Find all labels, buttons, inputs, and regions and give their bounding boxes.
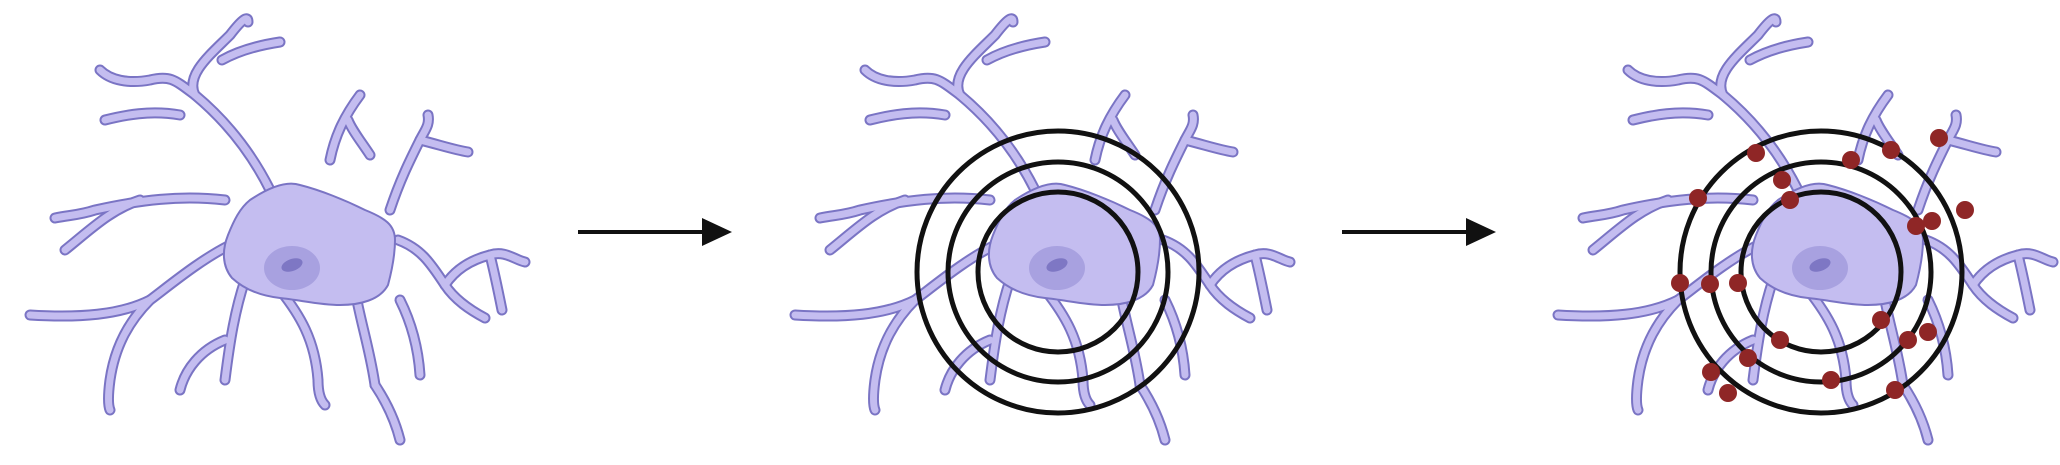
intersection-marker xyxy=(1747,144,1765,162)
panel-neuron xyxy=(30,19,525,440)
panel-neuron-with-concentric-circles xyxy=(795,19,1290,440)
sholl-ring xyxy=(1677,128,1965,416)
sholl-ring xyxy=(945,159,1171,385)
intersection-marker xyxy=(1781,191,1799,209)
intersection-marker xyxy=(1773,171,1791,189)
intersection-marker xyxy=(1719,384,1737,402)
intersection-marker xyxy=(1729,274,1747,292)
sholl-ring xyxy=(1738,189,1904,355)
sholl-ring xyxy=(914,128,1202,416)
intersection-marker xyxy=(1702,363,1720,381)
intersection-marker xyxy=(1771,331,1789,349)
sholl-ring xyxy=(975,189,1141,355)
neuron-illustration xyxy=(30,19,525,440)
intersection-marker xyxy=(1739,349,1757,367)
intersection-marker xyxy=(1822,371,1840,389)
intersection-marker xyxy=(1671,274,1689,292)
intersection-marker xyxy=(1919,323,1937,341)
intersection-marker xyxy=(1956,201,1974,219)
arrow-head xyxy=(702,218,732,246)
right-arrow-icon xyxy=(1342,218,1496,246)
intersection-marker xyxy=(1907,217,1925,235)
neuron-illustration xyxy=(1558,19,2053,440)
intersection-marker xyxy=(1689,189,1707,207)
intersection-marker xyxy=(1701,275,1719,293)
sholl-ring xyxy=(1708,159,1934,385)
right-arrow-icon xyxy=(578,218,732,246)
intersection-marker xyxy=(1886,381,1904,399)
arrow-head xyxy=(1466,218,1496,246)
intersection-marker xyxy=(1923,212,1941,230)
intersection-marker xyxy=(1930,129,1948,147)
panel-neuron-with-intersection-markers xyxy=(1558,19,2053,440)
intersection-marker xyxy=(1882,141,1900,159)
neuron-illustration xyxy=(795,19,1290,440)
intersection-marker xyxy=(1872,311,1890,329)
intersection-marker xyxy=(1899,331,1917,349)
intersection-marker xyxy=(1842,151,1860,169)
